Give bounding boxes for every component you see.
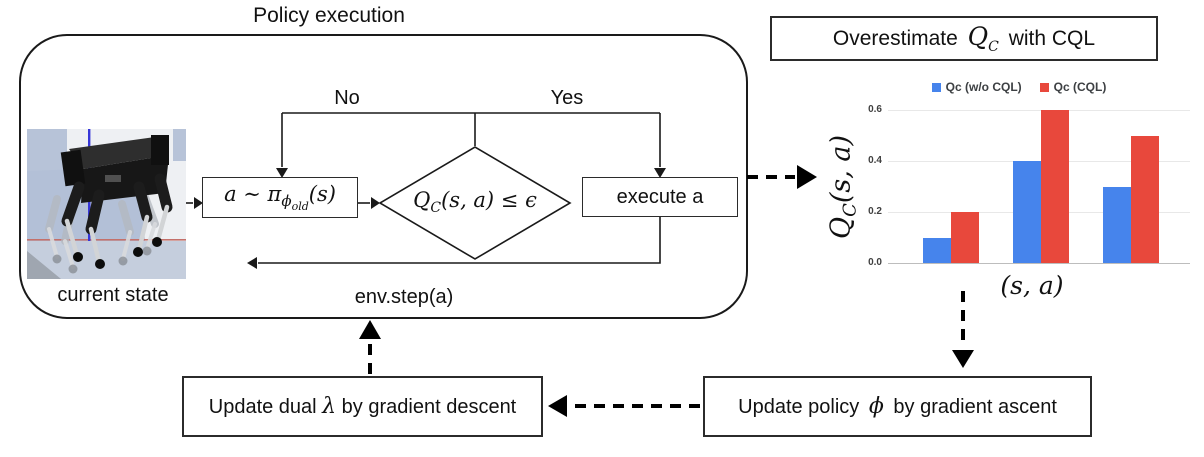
legend-item-cql: Qc (CQL) — [1039, 80, 1107, 94]
arrowhead-to-chart — [797, 165, 817, 189]
big-arrowheads — [359, 165, 974, 417]
y-tick-label: 0.2 — [868, 206, 882, 217]
arrowhead-into-execute-box — [654, 168, 666, 178]
policy-sample-expression: a ∼ πϕold(s) — [224, 181, 336, 214]
legend-label-cql: Qc (CQL) — [1053, 80, 1107, 94]
env-step-label: env.step(a) — [354, 286, 454, 308]
bar-chart-plot-area — [888, 109, 1190, 264]
bar-Qc (CQL) — [1130, 135, 1159, 263]
legend-swatch-blue — [931, 82, 941, 92]
update-policy-text: Update policy ϕ by gradient ascent — [738, 394, 1057, 419]
legend-label-no-cql: Qc (w/o CQL) — [945, 80, 1022, 94]
y-tick-label: 0.0 — [868, 257, 882, 268]
bar-Qc (w/o CQL) — [1012, 161, 1041, 263]
execute-action-label: execute a — [616, 185, 704, 208]
execute-action-box: execute a — [582, 177, 738, 217]
flow-lines — [186, 112, 661, 264]
decision-diamond — [378, 146, 572, 260]
legend-swatch-red — [1039, 82, 1049, 92]
bar-Qc (CQL) — [1040, 110, 1069, 263]
gridline — [888, 109, 1190, 111]
bar-Qc (w/o CQL) — [922, 237, 951, 263]
bar-Qc (w/o CQL) — [1102, 186, 1131, 263]
execute-loop-line — [258, 217, 661, 264]
legend-item-no-cql: Qc (w/o CQL) — [931, 80, 1022, 94]
policy-sample-box: a ∼ πϕold(s) — [202, 177, 358, 218]
arrowhead-state-to-policy — [194, 197, 203, 209]
overestimate-banner-text: Overestimate QC with CQL — [832, 22, 1096, 55]
no-branch-label: No — [334, 87, 360, 109]
y-tick-label: 0.6 — [868, 104, 882, 115]
arrowhead-left-to-dual — [548, 395, 567, 417]
update-dual-box: Update dual λ by gradient descent — [182, 376, 543, 437]
arrowhead-loop-back — [247, 257, 257, 269]
constraint-text: QC(s, a) ≤ ϵ — [413, 188, 537, 217]
dashed-lines — [368, 175, 965, 408]
yes-branch-label: Yes — [550, 87, 584, 109]
update-policy-box: Update policy ϕ by gradient ascent — [703, 376, 1092, 437]
arrowhead-into-policy-box — [276, 168, 288, 178]
bar-Qc (CQL) — [950, 212, 979, 263]
page-title: Policy execution — [253, 4, 405, 27]
y-tick-label: 0.4 — [868, 155, 882, 166]
update-dual-text: Update dual λ by gradient descent — [208, 394, 517, 419]
chart-x-axis-label: (s, a) — [1000, 271, 1064, 300]
chart-legend: Qc (w/o CQL) Qc (CQL) — [868, 80, 1170, 94]
arrowhead-into-diamond — [371, 197, 380, 209]
small-arrowheads — [194, 168, 666, 269]
arrowhead-down-to-policy — [952, 350, 974, 368]
overestimate-banner-box: Overestimate QC with CQL — [770, 16, 1158, 61]
current-state-label: current state — [57, 284, 169, 306]
gridline — [888, 262, 1190, 264]
constraint-expression: QC(s, a) ≤ ϵ — [380, 146, 570, 259]
robot-image — [27, 129, 186, 279]
arrowhead-up-to-env — [359, 320, 381, 339]
chart-y-axis-label: QC(s, a) — [825, 134, 861, 240]
